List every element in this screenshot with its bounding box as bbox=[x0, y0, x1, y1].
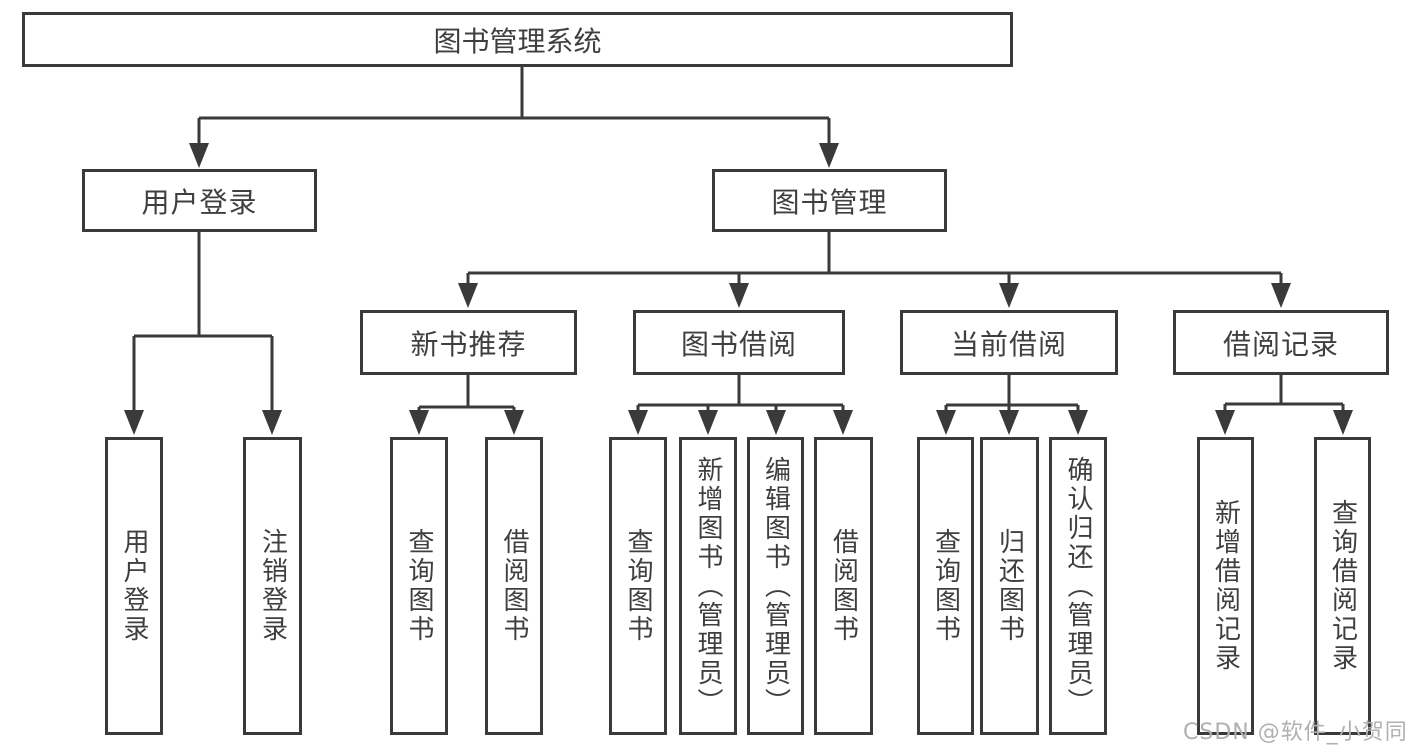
leaf-borrow-books: 借阅图书 bbox=[814, 437, 873, 735]
leaf-query-books-current: 查询图书 bbox=[917, 437, 974, 735]
connector-book-mgmt-to-level2 bbox=[458, 232, 1291, 308]
connector-borrow-records-to-leaves bbox=[1215, 374, 1353, 435]
connector-book-borrow-to-leaves bbox=[628, 374, 853, 435]
leaf-add-book-admin: 新增图书（管理员） bbox=[679, 437, 737, 735]
leaf-add-borrow-record: 新增借阅记录 bbox=[1197, 437, 1254, 735]
leaf-query-borrow-record: 查询借阅记录 bbox=[1314, 437, 1371, 735]
leaf-user-login: 用户登录 bbox=[105, 437, 163, 735]
connector-new-book-to-leaves bbox=[409, 374, 524, 435]
leaf-logout: 注销登录 bbox=[243, 437, 302, 735]
leaf-query-books-recommend: 查询图书 bbox=[390, 437, 448, 735]
node-book-management: 图书管理 bbox=[712, 169, 947, 232]
connector-current-borrow-to-leaves bbox=[936, 374, 1088, 435]
csdn-watermark: CSDN @软件_小贺同学 bbox=[1183, 720, 1405, 745]
node-root-system: 图书管理系统 bbox=[22, 12, 1013, 67]
leaf-edit-book-admin: 编辑图书（管理员） bbox=[747, 437, 804, 735]
node-current-borrow: 当前借阅 bbox=[900, 310, 1118, 375]
node-new-book-recommend: 新书推荐 bbox=[360, 310, 577, 375]
leaf-return-book: 归还图书 bbox=[980, 437, 1039, 735]
connector-user-login-to-leaves bbox=[124, 232, 282, 435]
leaf-query-books-borrow: 查询图书 bbox=[609, 437, 667, 735]
node-borrow-records: 借阅记录 bbox=[1173, 310, 1389, 375]
node-user-login: 用户登录 bbox=[82, 169, 317, 232]
node-book-borrow: 图书借阅 bbox=[633, 310, 845, 375]
connector-root-to-level1 bbox=[189, 66, 839, 168]
leaf-borrow-books-recommend: 借阅图书 bbox=[485, 437, 543, 735]
leaf-confirm-return-admin: 确认归还（管理员） bbox=[1049, 437, 1107, 735]
